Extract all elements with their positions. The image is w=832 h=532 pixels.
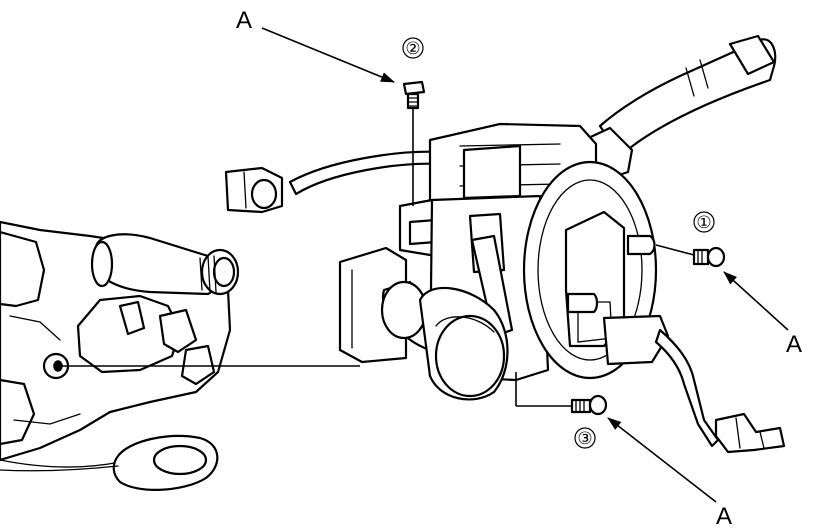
circle-2 xyxy=(402,37,424,59)
circle-1 xyxy=(693,211,715,233)
cable-reel xyxy=(522,160,695,380)
callout-a-top: A xyxy=(236,7,252,34)
circle-3 xyxy=(574,427,596,449)
wiper-lever xyxy=(582,34,777,182)
callout-a-bottom: A xyxy=(716,503,732,530)
leader-a-bottom xyxy=(607,417,717,503)
callout-a-right: A xyxy=(786,331,802,358)
bolt-number-1: ① xyxy=(696,213,711,233)
bolt-number-2: ② xyxy=(405,39,420,59)
light-switch-knob xyxy=(380,280,509,401)
bolt-number-3: ③ xyxy=(577,429,592,449)
leader-a-right xyxy=(723,271,789,331)
bolt-2 xyxy=(402,80,426,206)
bolt-1 xyxy=(692,246,726,268)
leader-a-top xyxy=(261,27,395,83)
reel-harness xyxy=(654,328,786,454)
wiper-harness-upper xyxy=(224,150,442,214)
steering-lock-key xyxy=(0,434,219,491)
steering-column xyxy=(0,220,240,468)
bolt-3 xyxy=(515,372,608,416)
